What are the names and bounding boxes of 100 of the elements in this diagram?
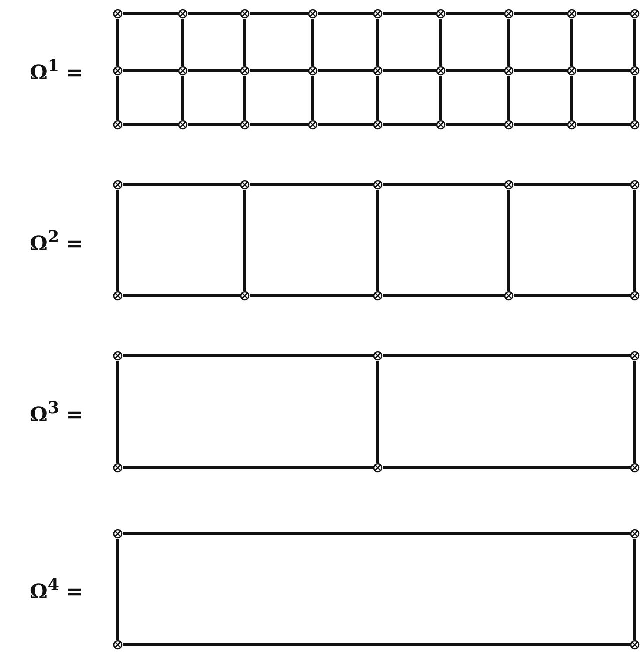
- grid-node: [113, 9, 123, 19]
- grid-line: [244, 19, 246, 66]
- grid-line: [250, 184, 373, 186]
- grid-node: [240, 120, 250, 130]
- grid-node: [630, 9, 640, 19]
- grid-node: [630, 180, 640, 190]
- grid-line: [182, 19, 184, 66]
- grid-line: [440, 19, 442, 66]
- grid-node: [504, 120, 514, 130]
- grid-node: [373, 291, 383, 301]
- grid-node: [630, 291, 640, 301]
- grid-line: [116, 19, 120, 66]
- grid-line: [123, 466, 373, 470]
- grid-line: [383, 184, 504, 186]
- grid-node: [630, 463, 640, 473]
- grid-line: [188, 70, 240, 72]
- grid-node: [240, 66, 250, 76]
- grid-line: [318, 12, 373, 16]
- grid-line: [376, 19, 380, 66]
- grid-line: [383, 294, 504, 298]
- grid-node: [567, 66, 577, 76]
- grid-line: [514, 184, 630, 186]
- grid-line: [250, 12, 308, 16]
- grid-node: [504, 291, 514, 301]
- grid-line: [446, 12, 504, 16]
- grid-line: [116, 361, 120, 463]
- grid-line: [514, 70, 567, 72]
- grid-node: [113, 529, 123, 539]
- grid-line: [383, 70, 436, 72]
- grid-node: [630, 66, 640, 76]
- grid-line: [383, 12, 436, 16]
- grid-line: [116, 76, 120, 120]
- grid-line: [244, 190, 246, 291]
- grid-line: [250, 124, 308, 126]
- level-label: Ω$^{3}$ =: [30, 398, 84, 426]
- grid-node: [504, 180, 514, 190]
- grid-node: [113, 180, 123, 190]
- grid-line: [508, 19, 510, 66]
- grid-line: [570, 76, 574, 120]
- grid-node: [373, 351, 383, 361]
- level-label: Ω$^{2}$ =: [30, 226, 84, 256]
- grid-node: [113, 351, 123, 361]
- grid-node: [240, 291, 250, 301]
- level-label: Ω$^{1}$ =: [30, 56, 84, 84]
- grid-line: [123, 294, 240, 298]
- grid-line: [634, 19, 636, 66]
- grid-line: [634, 190, 636, 291]
- grid-line: [383, 354, 630, 358]
- grid-node: [567, 120, 577, 130]
- grid-line: [123, 12, 178, 16]
- grid-node: [113, 291, 123, 301]
- grid-line: [244, 76, 246, 120]
- grid-line: [116, 539, 120, 640]
- grid-node: [113, 640, 123, 650]
- grid-line: [123, 354, 373, 358]
- grid-node: [178, 9, 188, 19]
- grid-line: [116, 190, 120, 291]
- grid-node: [308, 9, 318, 19]
- grid-line: [446, 124, 504, 126]
- grid-line: [514, 124, 567, 126]
- grid-node: [178, 120, 188, 130]
- grid-line: [508, 190, 510, 291]
- grid-line: [634, 76, 636, 120]
- grid-line: [188, 12, 240, 16]
- grid-line: [312, 76, 314, 120]
- grid-node: [630, 640, 640, 650]
- grid-node: [373, 180, 383, 190]
- grid-node: [373, 9, 383, 19]
- grid-line: [446, 70, 504, 72]
- grid-node: [504, 9, 514, 19]
- grid-node: [113, 66, 123, 76]
- grid-line: [376, 361, 380, 463]
- grid-line: [376, 76, 380, 120]
- grid-node: [113, 463, 123, 473]
- grid-node: [240, 9, 250, 19]
- grid-line: [250, 70, 308, 72]
- grid-node: [240, 180, 250, 190]
- grid-line: [577, 12, 630, 16]
- grid-line: [188, 124, 240, 126]
- grid-line: [123, 70, 178, 72]
- grid-line: [634, 539, 636, 640]
- grid-line: [318, 70, 373, 72]
- grid-line: [250, 294, 373, 298]
- level-label: Ω$^{4}$ =: [30, 574, 84, 604]
- grid-node: [630, 351, 640, 361]
- grid-line: [123, 644, 630, 646]
- grid-node: [373, 66, 383, 76]
- grid-line: [318, 124, 373, 126]
- grid-node: [178, 66, 188, 76]
- grid-node: [373, 463, 383, 473]
- grid-line: [514, 294, 630, 298]
- grid-line: [383, 124, 436, 126]
- grid-node: [567, 9, 577, 19]
- grid-line: [508, 76, 510, 120]
- grid-line: [577, 70, 630, 72]
- grid-line: [376, 190, 380, 291]
- grid-line: [312, 19, 314, 66]
- grid-line: [182, 76, 184, 120]
- grid-line: [514, 12, 567, 16]
- grid-node: [504, 66, 514, 76]
